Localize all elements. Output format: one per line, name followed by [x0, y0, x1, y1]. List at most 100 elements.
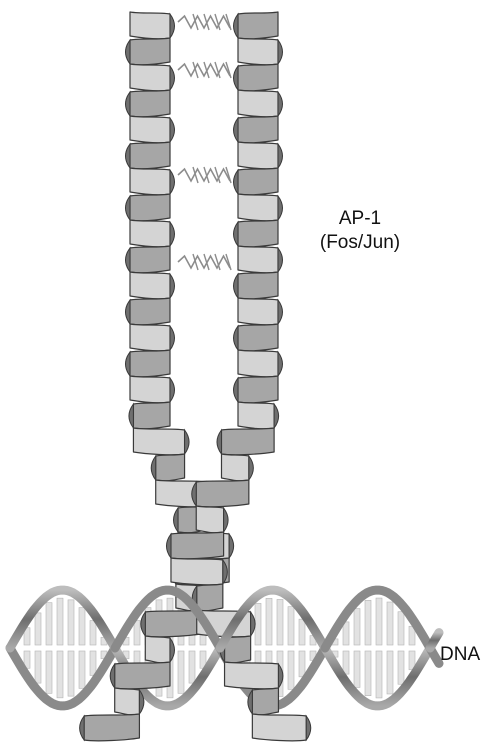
helix-turn	[238, 298, 278, 325]
helix-turn	[171, 558, 223, 585]
zipper-sidechain	[178, 256, 230, 268]
helix-fold	[110, 664, 115, 688]
helix-fold	[126, 300, 131, 324]
helix-turn	[130, 168, 170, 195]
helix-fold	[170, 118, 175, 142]
helix-fold	[126, 352, 131, 376]
dna-base	[277, 599, 283, 645]
helix-fold	[249, 456, 254, 480]
helix-turn	[238, 38, 278, 65]
leucine-zipper-sidechains	[178, 14, 231, 270]
helix-turn	[221, 428, 274, 455]
helix-fold	[278, 248, 283, 272]
dna-base	[365, 651, 371, 696]
helix-turn	[130, 324, 170, 351]
helix-turn	[133, 428, 184, 455]
helix-turn	[115, 688, 140, 715]
zipper-sidechain	[178, 16, 230, 28]
helix-turn	[238, 324, 278, 351]
dna-base	[365, 600, 371, 645]
helix-fold	[278, 352, 283, 376]
helix-fold	[174, 508, 179, 532]
dna-base	[266, 598, 272, 645]
helix-turn	[130, 12, 170, 39]
dna-base	[343, 622, 349, 645]
helix-fold	[234, 170, 239, 194]
helix-turn	[130, 246, 170, 273]
helix-turn	[115, 662, 170, 689]
helix-fold	[170, 66, 175, 90]
helix-turn	[130, 116, 170, 143]
dna-base	[90, 621, 96, 645]
helix-fold	[170, 326, 175, 350]
helix-turn	[196, 506, 223, 533]
helix-fold	[80, 716, 85, 740]
helix-turn	[145, 610, 200, 637]
dna-base	[35, 651, 41, 683]
helix-fold	[306, 716, 311, 740]
helix-fold	[274, 404, 279, 428]
dna-base	[288, 607, 294, 645]
helix-turn	[238, 90, 278, 117]
helix-fold	[278, 300, 283, 324]
helix-fold	[234, 222, 239, 246]
dna-base	[387, 651, 393, 694]
zipper-sidechain	[178, 169, 230, 181]
helix-fold	[170, 378, 175, 402]
dna-base	[68, 600, 74, 645]
dna-base	[354, 609, 360, 645]
dna-label: DNA	[440, 643, 490, 667]
helix-fold	[234, 66, 239, 90]
helix-turn	[238, 246, 278, 273]
dna-base	[178, 651, 184, 693]
helix-fold	[170, 14, 175, 38]
dna-base	[57, 598, 63, 645]
helix-turn	[145, 636, 170, 663]
helix-fold	[234, 326, 239, 350]
complex-name: AP-1	[300, 207, 420, 231]
helix-fold	[151, 456, 156, 480]
helix-turn	[238, 12, 278, 39]
dna-base	[255, 603, 261, 645]
dna-base	[35, 613, 41, 645]
dna-base	[90, 651, 96, 675]
helix-fold	[170, 638, 175, 662]
complex-subunits: (Fos/Jun)	[300, 231, 420, 255]
helix-turn	[238, 402, 274, 429]
dna-base	[46, 651, 52, 693]
helix-turn	[130, 272, 170, 299]
dna-base	[46, 603, 52, 645]
helix-turn	[84, 714, 139, 741]
helix-fold	[234, 14, 239, 38]
helix-turn	[133, 402, 170, 429]
helix-turn	[130, 376, 170, 403]
helix-turn	[238, 168, 278, 195]
helix-fold	[278, 92, 283, 116]
helix-turn	[221, 454, 248, 481]
helix-turn	[238, 194, 278, 221]
ap1-label: AP-1 (Fos/Jun)	[300, 207, 420, 255]
dna-base	[398, 612, 404, 645]
helix-fold	[234, 378, 239, 402]
helix-fold	[126, 40, 131, 64]
helix-turn	[130, 64, 170, 91]
helix-turn	[130, 220, 170, 247]
helix-turn	[197, 584, 223, 611]
dna-base	[376, 651, 382, 698]
helix-fold	[278, 40, 283, 64]
helix-fold	[126, 248, 131, 272]
helix-turn	[238, 220, 278, 247]
helix-turn	[238, 350, 278, 377]
helix-fold	[170, 222, 175, 246]
helix-fold	[278, 196, 283, 220]
dna-base	[343, 651, 349, 674]
helix-turn	[238, 116, 278, 143]
helix-turn	[196, 480, 249, 507]
dna-base	[134, 621, 140, 645]
dna-base	[299, 651, 305, 677]
helix-turn	[130, 350, 170, 377]
dna-base	[57, 651, 63, 698]
dna-strand-segment	[430, 633, 439, 648]
helix-fold	[166, 534, 171, 558]
helix-turn	[130, 90, 170, 117]
